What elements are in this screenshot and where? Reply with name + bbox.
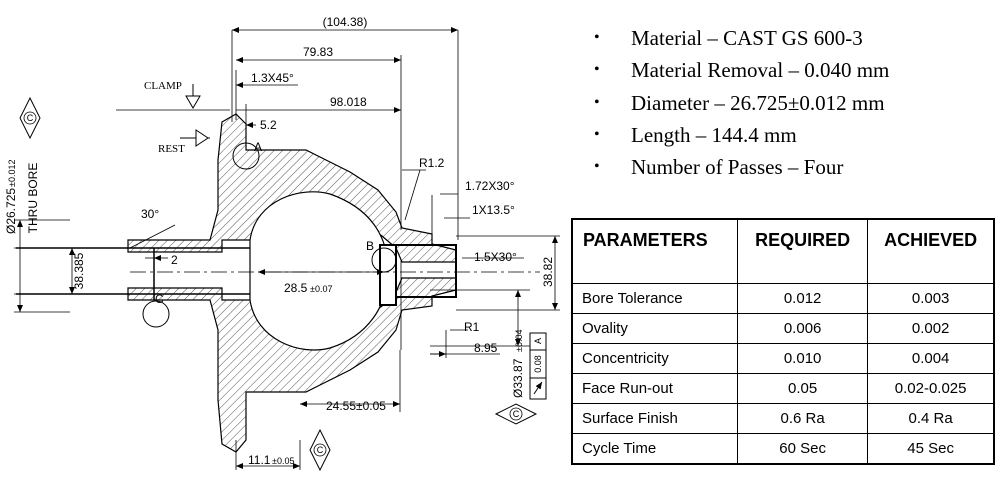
table-row: Ovality 0.006 0.002 <box>571 313 995 344</box>
cell-achieved: 0.004 <box>867 343 995 374</box>
rest-symbol <box>180 129 210 147</box>
clamp-symbol <box>185 84 201 109</box>
cell-parameter: Face Run-out <box>571 373 738 404</box>
table-row: Face Run-out 0.05 0.02-0.025 <box>571 373 995 404</box>
table-row: Cycle Time 60 Sec 45 Sec <box>571 433 995 465</box>
table-row: Bore Tolerance 0.012 0.003 <box>571 283 995 314</box>
dim-overall-length: (104.38) <box>323 15 368 29</box>
cell-parameter: Cycle Time <box>571 433 738 465</box>
dim-angle-30: 30° <box>141 207 159 221</box>
svg-text:C: C <box>317 445 324 455</box>
dim-r1-2: R1.2 <box>419 156 445 170</box>
spec-item: •Length – 144.4 mm <box>594 119 889 151</box>
header-required: REQUIRED <box>736 218 869 284</box>
svg-text:Ø26.725: Ø26.725 <box>4 188 18 234</box>
table-row: Concentricity 0.010 0.004 <box>571 343 995 374</box>
dim-chamfer-1-72: 1.72X30° <box>465 179 515 193</box>
label-point-a: A <box>254 140 262 154</box>
bullet: • <box>594 93 600 111</box>
svg-text:0.08: 0.08 <box>533 355 543 373</box>
cell-achieved: 0.002 <box>867 313 995 344</box>
dim-79-83: 79.83 <box>303 45 333 59</box>
spec-item: •Number of Passes – Four <box>594 151 889 183</box>
cell-achieved: 45 Sec <box>867 433 995 465</box>
cell-required: 0.012 <box>736 283 869 314</box>
dim-dia-33-87: Ø33.87 ±0.04 <box>511 330 525 398</box>
diamond-mark-bottom: C <box>309 428 331 472</box>
label-thru-bore: THRU BORE <box>26 163 40 234</box>
svg-text:Ø33.87: Ø33.87 <box>511 358 525 398</box>
cell-achieved: 0.4 Ra <box>867 403 995 434</box>
spec-item: •Diameter – 26.725±0.012 mm <box>594 87 889 119</box>
cell-required: 0.010 <box>736 343 869 374</box>
cell-parameter: Bore Tolerance <box>571 283 738 314</box>
dim-24-55: 24.55±0.05 <box>326 399 386 413</box>
detail-circle-a <box>232 142 260 170</box>
cell-required: 0.006 <box>736 313 869 344</box>
table-row: Surface Finish 0.6 Ra 0.4 Ra <box>571 403 995 434</box>
dim-chamfer-top: 1.3X45° <box>251 71 294 85</box>
dim-8-95: 8.95 <box>474 341 498 355</box>
dim-r1: R1 <box>464 320 480 334</box>
cell-parameter: Surface Finish <box>571 403 738 434</box>
svg-text:A: A <box>533 338 543 344</box>
table-header-row: PARAMETERS REQUIRED ACHIEVED <box>571 218 995 284</box>
svg-text:±0.07: ±0.07 <box>310 284 332 294</box>
spec-item: •Material – CAST GS 600-3 <box>594 22 889 54</box>
label-point-b: B <box>366 239 374 253</box>
header-achieved: ACHIEVED <box>867 218 995 284</box>
label-clamp: CLAMP <box>144 80 182 92</box>
dim-5-2: 5.2 <box>260 118 277 132</box>
shaft-shoulder <box>379 244 397 306</box>
cell-achieved: 0.02-0.025 <box>867 373 995 404</box>
bullet: • <box>594 125 600 143</box>
dim-98-018: 98.018 <box>330 95 367 109</box>
label-rest: REST <box>158 143 185 155</box>
bullet: • <box>594 61 600 79</box>
bullet: • <box>594 158 600 176</box>
cell-required: 0.05 <box>736 373 869 404</box>
diamond-mark-right: C <box>494 403 538 425</box>
svg-text:±0.012: ±0.012 <box>7 160 17 187</box>
svg-text:C: C <box>513 409 520 419</box>
svg-text:28.5: 28.5 <box>284 281 308 295</box>
spec-list: •Material – CAST GS 600-3 •Material Remo… <box>594 22 889 183</box>
dim-28-5: 28.5 ±0.07 <box>284 281 332 295</box>
spec-item: •Material Removal – 0.040 mm <box>594 54 889 86</box>
detail-circle-c <box>142 300 170 328</box>
label-point-c: C <box>155 292 164 306</box>
svg-text:±0.04: ±0.04 <box>514 330 524 352</box>
header-parameters: PARAMETERS <box>571 218 738 284</box>
engineering-drawing: C C C 0.08 A (104.38) 79.83 1.3X45° 98.0… <box>4 15 560 472</box>
dim-38-385: 38.385 <box>72 252 86 289</box>
cell-achieved: 0.003 <box>867 283 995 314</box>
svg-text:±0.05: ±0.05 <box>272 456 294 466</box>
parameters-table: PARAMETERS REQUIRED ACHIEVED Bore Tolera… <box>571 218 995 465</box>
svg-text:11.1: 11.1 <box>248 453 271 467</box>
runout-frame: 0.08 A <box>529 332 547 400</box>
cell-parameter: Ovality <box>571 313 738 344</box>
cell-required: 60 Sec <box>736 433 869 465</box>
dim-chamfer-1-5: 1.5X30° <box>474 250 517 264</box>
cell-required: 0.6 Ra <box>736 403 869 434</box>
dim-2: 2 <box>171 253 178 267</box>
dim-11-1: 11.1 ±0.05 <box>248 453 294 467</box>
dim-chamfer-1x13: 1X13.5° <box>472 203 515 217</box>
diamond-mark-left: C <box>19 96 41 140</box>
svg-text:C: C <box>27 113 34 123</box>
dim-38-82: 38.82 <box>541 257 555 287</box>
cell-parameter: Concentricity <box>571 343 738 374</box>
bullet: • <box>594 29 600 46</box>
detail-circle-b <box>371 247 397 273</box>
dim-dia-26-725: Ø26.725 ±0.012 <box>4 160 18 234</box>
